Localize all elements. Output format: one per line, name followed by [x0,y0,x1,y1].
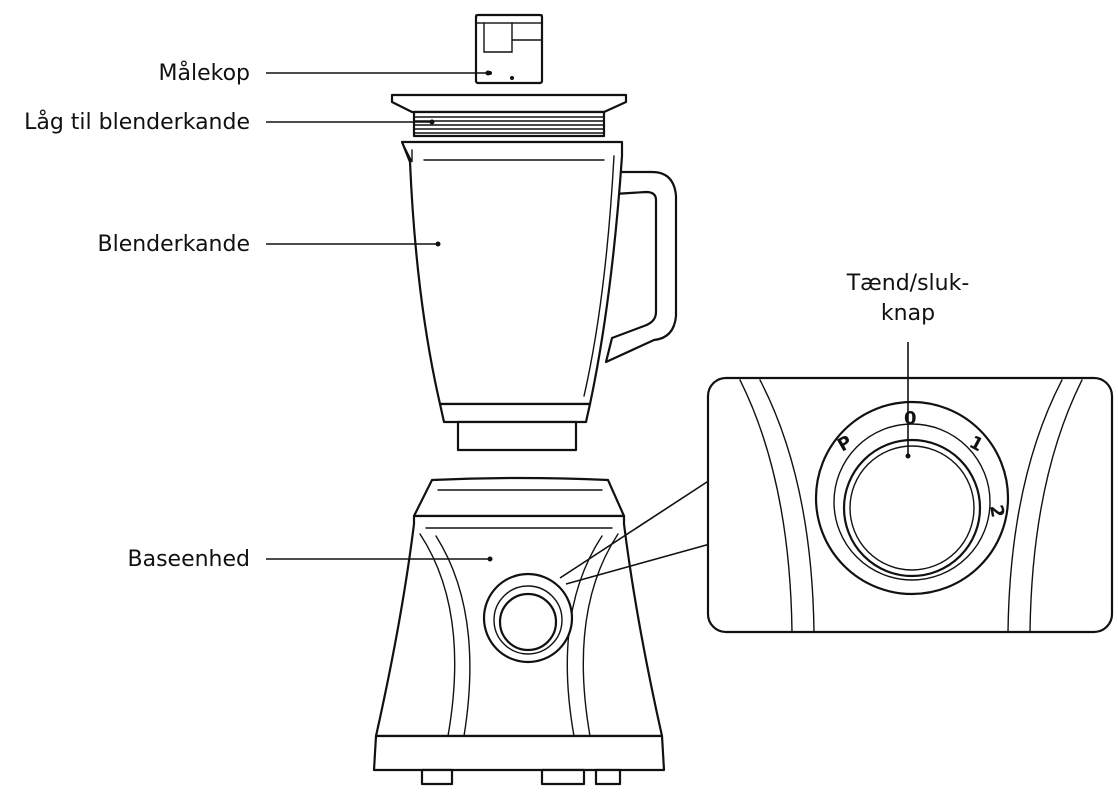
label-lid: Låg til blenderkande [24,109,250,135]
label-switch-line1: Tænd/sluk- [846,271,970,296]
jug-lid [392,95,626,136]
label-switch-line2: knap [881,301,935,326]
label-jug: Blenderkande [97,232,250,257]
label-base: Baseenhed [128,547,251,572]
blender-jug [402,142,676,450]
dial-mark-off: 0 [904,408,917,429]
switch-zoom-callout [560,378,1112,632]
label-measuring-cup: Målekop [159,60,251,86]
base-unit [374,478,664,784]
